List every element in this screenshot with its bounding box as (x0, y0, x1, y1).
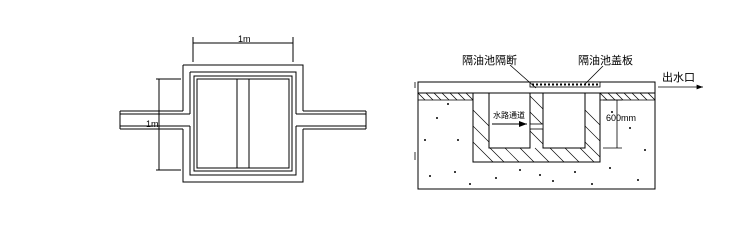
plan-tank (182, 64, 304, 183)
section-view: 隔油池隔断 隔油池盖板 出水口 水路通道 600mm (414, 53, 703, 190)
section-partition-gap (529, 123, 544, 130)
section-aggregate-dots (424, 103, 646, 185)
label-cover-plate: 隔油池盖板 (578, 53, 633, 67)
section-depth-dimension (603, 99, 622, 149)
section-cover-plate (529, 81, 601, 88)
label-partition: 隔油池隔断 (462, 53, 517, 67)
section-leaders (414, 64, 703, 160)
plan-view: 1m 1m (119, 34, 367, 183)
label-flow-channel: 水路通道 (493, 110, 525, 120)
label-outlet: 出水口 (662, 70, 695, 84)
plan-top-dimension (192, 37, 294, 62)
label-depth: 600mm (606, 113, 636, 123)
drawing-canvas: 1m 1m (119, 34, 703, 190)
plan-left-dimension-label: 1m (146, 119, 159, 129)
plan-top-dimension-label: 1m (238, 34, 251, 44)
plan-inlet-pipe (119, 110, 190, 130)
plan-outlet-pipe (296, 110, 367, 130)
plan-left-dimension (156, 78, 181, 171)
section-wall-hatch (472, 95, 601, 163)
